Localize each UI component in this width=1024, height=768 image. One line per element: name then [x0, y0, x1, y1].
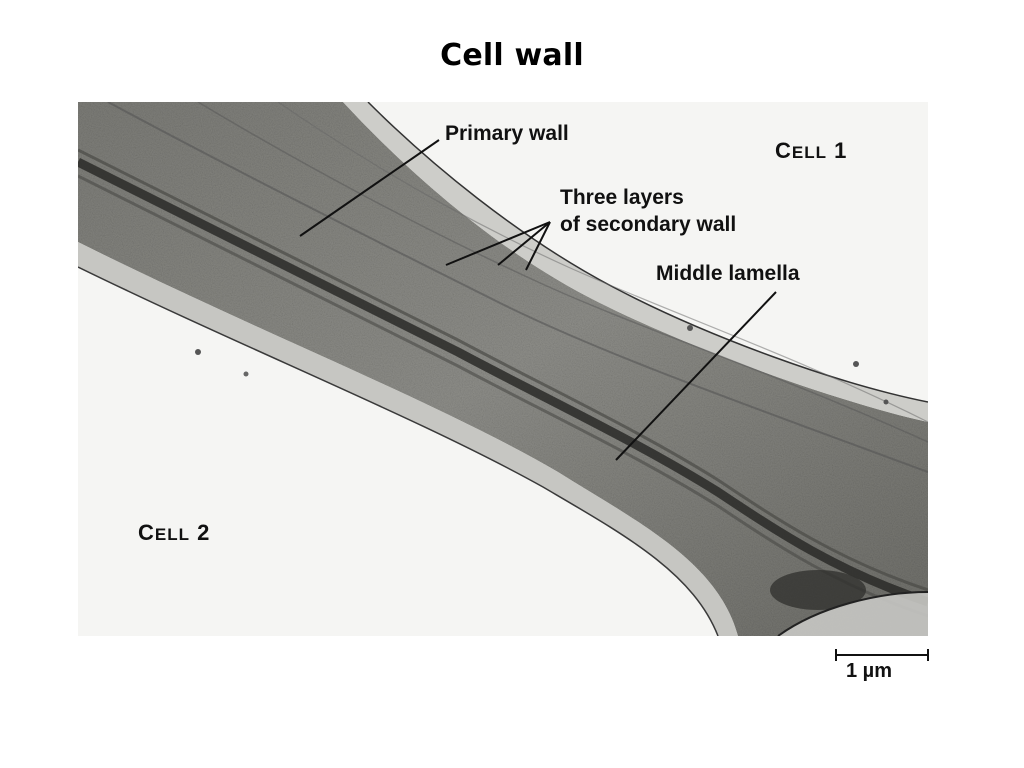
cell-1-label-initial: C	[775, 138, 792, 163]
micrograph-drawing	[78, 102, 928, 636]
secondary-wall-label: Three layers of secondary wall	[560, 184, 736, 238]
micrograph-image: Primary wall Three layers of secondary w…	[78, 102, 928, 636]
secondary-wall-label-line1: Three layers	[560, 186, 684, 209]
secondary-wall-pointer-2	[497, 221, 551, 266]
cell-1-label-rest: ELL	[791, 143, 827, 162]
middle-lamella-line	[78, 157, 928, 607]
middle-lamella-label: Middle lamella	[656, 262, 800, 285]
secondary-wall-label-line2: of secondary wall	[560, 213, 737, 236]
scale-bar: 1 µm	[834, 648, 930, 684]
slide-title: Cell wall	[440, 38, 584, 73]
cell-1-label: CELL 1	[775, 138, 847, 164]
middle-lamella-pointer	[615, 291, 777, 461]
cell-2-label-initial: C	[138, 520, 155, 545]
cell-wall-band	[78, 102, 928, 636]
secondary-wall-pointer-1	[445, 221, 551, 266]
cell-2-label-rest: ELL	[154, 525, 190, 544]
scale-bar-line	[835, 649, 929, 661]
primary-wall-pointer	[299, 139, 440, 237]
cell-2-label-number: 2	[197, 520, 211, 545]
secondary-wall-pointer-3	[525, 221, 551, 271]
cell-2-label: CELL 2	[138, 520, 210, 546]
cell-1-label-number: 1	[834, 138, 848, 163]
scale-bar-label: 1 µm	[846, 660, 892, 682]
primary-wall-label: Primary wall	[445, 122, 569, 145]
